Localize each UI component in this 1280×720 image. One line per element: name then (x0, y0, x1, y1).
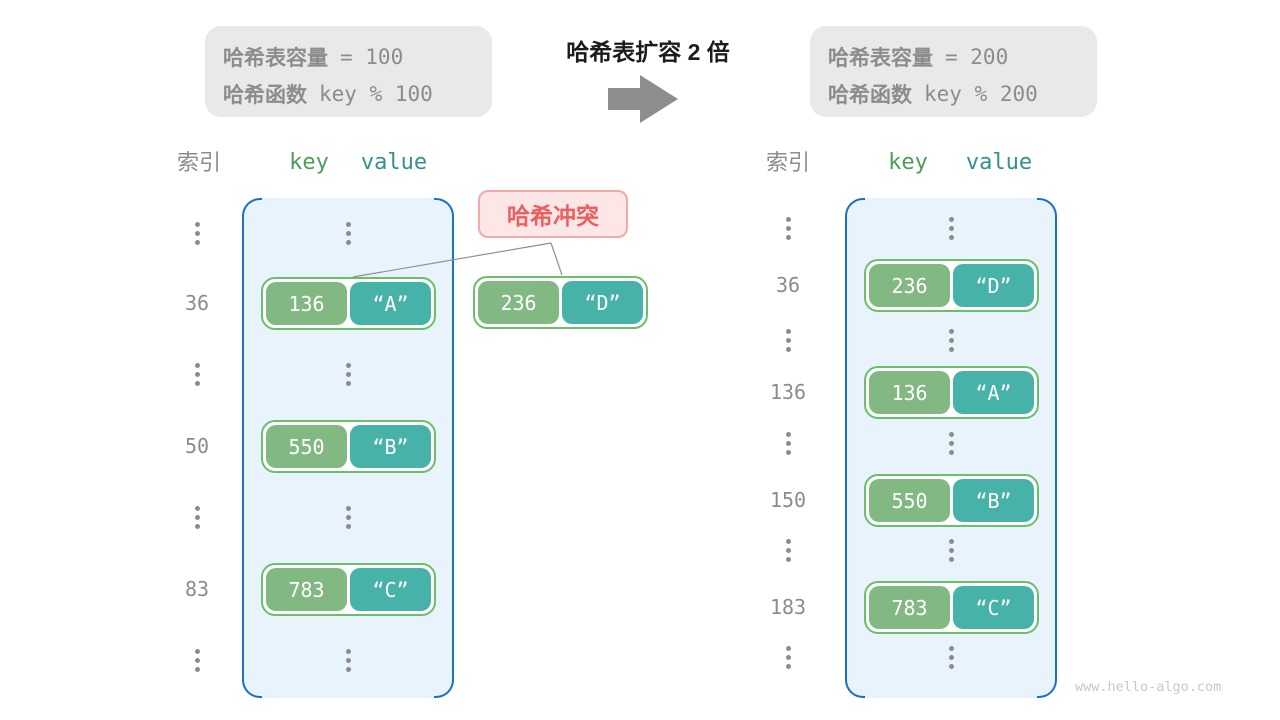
left-table-ellipsis (345, 363, 351, 386)
right-table-ellipsis (948, 432, 954, 455)
right-index-36: 36 (775, 273, 801, 297)
left-index-50: 50 (184, 434, 210, 458)
right-index-column-header: 索引 (765, 150, 810, 175)
right-table-ellipsis (948, 646, 954, 669)
hash-function-label: 哈希函数 (828, 83, 912, 107)
right-index-183: 183 (769, 595, 807, 619)
pair-value: “B” (350, 425, 431, 468)
right-index-150: 150 (769, 488, 807, 512)
hash-function-label: 哈希函数 (223, 83, 307, 107)
right-index-ellipsis (785, 539, 791, 562)
right-capacity-info-box: 哈希表容量 = 200 哈希函数 key % 200 (810, 26, 1097, 117)
capacity-label: 哈希表容量 (223, 46, 328, 70)
left-pair-550: 550“B” (261, 420, 436, 473)
hash-function-line: 哈希函数 key % 200 (828, 75, 1097, 112)
pair-key: 550 (266, 425, 347, 468)
capacity-line: 哈希表容量 = 200 (828, 38, 1097, 75)
right-pair-550: 550“B” (864, 474, 1039, 527)
floating-pair-236-D: 236 “D” (473, 276, 648, 329)
pair-value: “C” (350, 568, 431, 611)
hash-function-line: 哈希函数 key % 100 (223, 75, 492, 112)
left-index-ellipsis (194, 506, 200, 529)
connector-line-to-236D (550, 242, 563, 276)
pair-key: 550 (869, 479, 950, 522)
hash-collision-label: 哈希冲突 (478, 190, 628, 238)
left-pair-136: 136“A” (261, 277, 436, 330)
right-index-ellipsis (785, 646, 791, 669)
right-pair-136: 136“A” (864, 366, 1039, 419)
left-index-83: 83 (184, 577, 210, 601)
left-value-column-header: value (360, 150, 428, 175)
pair-key: 136 (266, 282, 347, 325)
watermark: www.hello-algo.com (1075, 679, 1222, 695)
left-table-ellipsis (345, 506, 351, 529)
right-table-ellipsis (948, 217, 954, 240)
hash-function-value: key % 100 (319, 81, 433, 106)
pair-value: “A” (953, 371, 1034, 414)
pair-value: “A” (350, 282, 431, 325)
right-table-ellipsis (948, 539, 954, 562)
right-value-column-header: value (965, 150, 1033, 175)
pair-value: “D” (953, 264, 1034, 307)
capacity-label: 哈希表容量 (828, 46, 933, 70)
pair-key: 136 (869, 371, 950, 414)
left-index-36: 36 (184, 291, 210, 315)
capacity-value: = 100 (340, 44, 404, 69)
left-pair-783: 783“C” (261, 563, 436, 616)
pair-key: 236 (869, 264, 950, 307)
diagram-title: 哈希表扩容 2 倍 (566, 39, 730, 65)
right-index-136: 136 (769, 380, 807, 404)
left-table-ellipsis (345, 222, 351, 245)
left-index-column-header: 索引 (176, 150, 221, 175)
capacity-line: 哈希表容量 = 100 (223, 38, 492, 75)
pair-value: “D” (562, 281, 643, 324)
pair-value: “C” (953, 586, 1034, 629)
right-pair-783: 783“C” (864, 581, 1039, 634)
left-index-ellipsis (194, 363, 200, 386)
right-index-ellipsis (785, 217, 791, 240)
left-table-ellipsis (345, 649, 351, 672)
right-arrow-icon (608, 75, 678, 123)
pair-value: “B” (953, 479, 1034, 522)
arrow-shape (608, 75, 678, 123)
left-capacity-info-box: 哈希表容量 = 100 哈希函数 key % 100 (205, 26, 492, 117)
table-border-left-bracket (242, 198, 262, 698)
left-index-ellipsis (194, 222, 200, 245)
hash-function-value: key % 200 (924, 81, 1038, 106)
pair-key: 236 (478, 281, 559, 324)
right-index-ellipsis (785, 432, 791, 455)
right-pair-236: 236“D” (864, 259, 1039, 312)
pair-key: 783 (266, 568, 347, 611)
right-index-ellipsis (785, 329, 791, 352)
table-border-right-bracket (434, 198, 454, 698)
capacity-value: = 200 (945, 44, 1009, 69)
right-key-column-header: key (888, 150, 928, 175)
pair-key: 783 (869, 586, 950, 629)
left-key-column-header: key (289, 150, 329, 175)
table-border-left-bracket (845, 198, 865, 698)
left-index-ellipsis (194, 649, 200, 672)
table-border-right-bracket (1037, 198, 1057, 698)
right-table-ellipsis (948, 329, 954, 352)
